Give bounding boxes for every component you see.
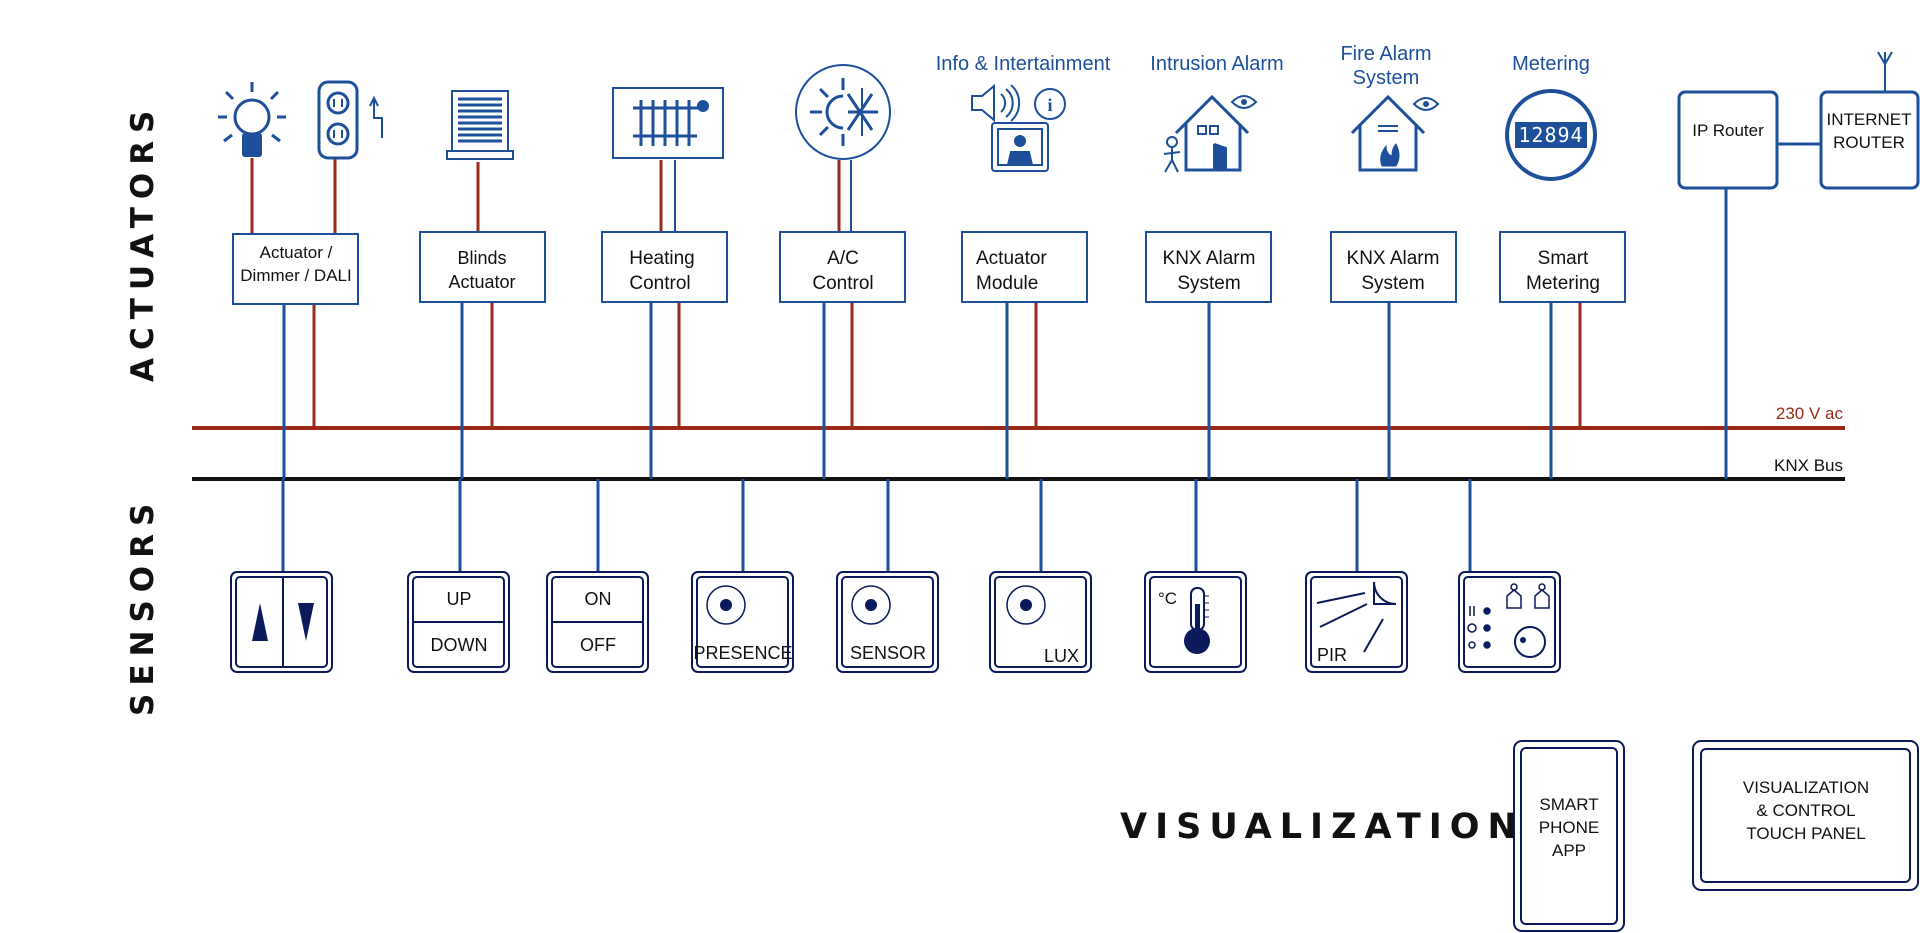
actuator-ac-line1: A/C [827,248,859,269]
actuator-alarm1-box: KNX Alarm System [1145,231,1272,303]
internet-router-line2: ROUTER [1833,133,1905,152]
actuator-alarm2-line1: KNX Alarm [1347,248,1440,269]
internet-router-box: INTERNET ROUTER [1819,90,1920,190]
radiator-icon [612,87,724,159]
sensor-up-label: UP [446,589,471,609]
ip-router-box: IP Router [1677,90,1779,190]
sensor-room-controller [1458,571,1561,673]
sensor-down-label: DOWN [431,635,488,655]
actuator-module-line1: Actuator [976,248,1047,269]
actuator-ac-box: A/C Control [779,231,906,303]
actuator-blinds-line1: Blinds [457,248,506,268]
meter-digits: 12894 [1518,123,1583,147]
actuator-alarm1-line1: KNX Alarm [1163,248,1256,269]
sensor-pir: PIR [1305,571,1408,673]
sensor-on-label: ON [585,589,612,609]
sensor-bus-drops [281,479,1472,572]
device-control-wires [674,160,852,232]
actuator-ac-line2: Control [812,273,873,294]
info-entertainment-header: Info & Intertainment [936,53,1111,75]
sensor-thermo-label: °C [1158,589,1177,608]
mode-icons [1467,606,1491,649]
actuator-blinds-line2: Actuator [448,272,515,292]
device-power-wires [250,158,841,234]
internet-router-line1: INTERNET [1827,110,1912,129]
power-socket-icon [317,80,383,160]
actuator-module-line2: Module [976,273,1038,294]
dial-knob-icon [1514,626,1546,658]
arrow-down-icon [298,603,314,641]
sensors-section-label: SENSORS [125,496,161,716]
sensor-thermostat: °C [1144,571,1247,673]
touch-panel-device: VISUALIZATION & CONTROL TOUCH PANEL [1692,740,1919,891]
lux-dot-icon [1020,599,1032,611]
sensor-off-label: OFF [580,635,616,655]
sensor-lux: LUX [989,571,1092,673]
light-bulb-icon [218,82,286,157]
panel-line2: & CONTROL [1756,801,1855,820]
smartphone-app-device: SMART PHONE APP [1513,740,1625,932]
fire-alarm-header-line1: Fire Alarm [1340,43,1431,65]
actuator-bus-drops [282,188,1728,479]
actuator-power-drops [312,302,1582,428]
sensor-lux-label: LUX [1044,646,1079,666]
home-away-icons [1506,583,1550,609]
sensor-presence-label: PRESENCE [693,643,792,663]
ip-router-label: IP Router [1692,121,1764,140]
fire-alarm-header-line2: System [1353,67,1420,89]
phone-line3: APP [1552,841,1586,860]
metering-header: Metering [1512,53,1590,75]
climate-sun-snowflake-icon [795,64,891,160]
actuator-heating-line2: Control [629,273,690,294]
energy-meter-icon: 12894 [1505,89,1597,181]
presence-dot-icon [720,599,732,611]
intrusion-alarm-icon [1163,94,1258,173]
actuator-blinds-box: Blinds Actuator [419,231,546,303]
sensor-pir-label: PIR [1317,645,1347,665]
intrusion-alarm-header: Intrusion Alarm [1150,53,1283,75]
actuator-module-box: Actuator Module [961,231,1088,303]
actuators-section-label: ACTUATORS [125,103,161,382]
actuator-heating-box: Heating Control [601,231,728,303]
arrow-up-icon [252,603,268,641]
actuator-dimmer-line2: Dimmer / DALI [240,266,351,285]
visualization-section-label: VISUALIZATION [1120,807,1525,847]
actuator-alarm1-line2: System [1177,273,1240,294]
sensor-presence: PRESENCE [691,571,794,673]
phone-line1: SMART [1539,795,1598,814]
actuator-metering-line2: Metering [1526,273,1600,294]
sensor-arrows-switch [230,571,333,673]
panel-line3: TOUCH PANEL [1746,824,1865,843]
sensor-onoff-switch: ON OFF [546,571,649,673]
phone-line2: PHONE [1539,818,1599,837]
actuator-alarm2-line2: System [1361,273,1424,294]
sensor-dot-icon [865,599,877,611]
sensor-updown-switch: UP DOWN [407,571,510,673]
power-line-label: 230 V ac [1776,404,1844,423]
actuator-alarm2-box: KNX Alarm System [1330,231,1457,303]
thermometer-icon [1184,587,1210,654]
pir-detector-icon [1373,581,1397,605]
fire-alarm-icon [1350,94,1440,172]
actuator-metering-box: Smart Metering [1499,231,1626,303]
actuator-heating-line1: Heating [629,248,695,269]
actuator-dimmer-box: Actuator / Dimmer / DALI [232,233,359,305]
actuator-metering-line1: Smart [1538,248,1589,269]
antenna-icon [1877,51,1893,92]
sensor-generic: SENSOR [836,571,939,673]
actuator-dimmer-line1: Actuator / [260,243,333,262]
svg-text:i: i [1047,95,1052,115]
sensor-generic-label: SENSOR [850,643,926,663]
knx-bus-label: KNX Bus [1774,456,1843,475]
info-entertainment-icon: i [971,83,1066,172]
window-blinds-icon [446,90,514,160]
panel-line1: VISUALIZATION [1743,778,1869,797]
